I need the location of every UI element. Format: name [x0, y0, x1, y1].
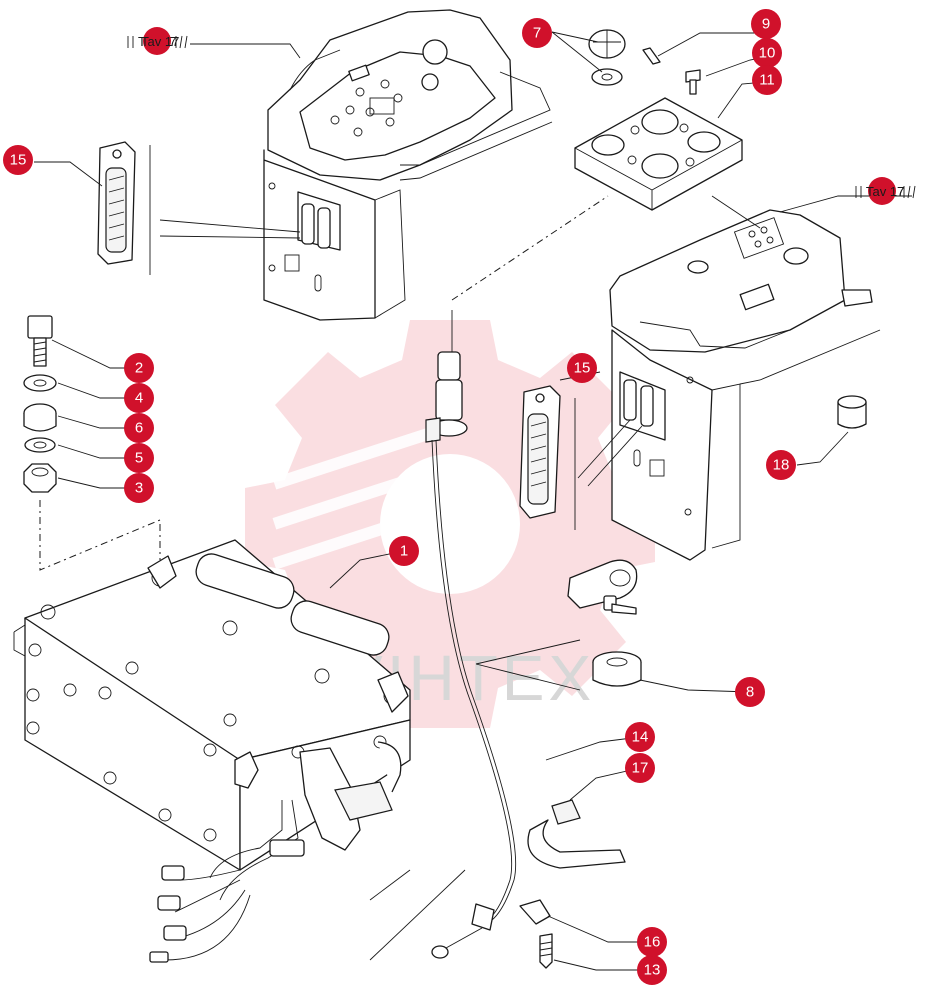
- callout-14: 14: [625, 722, 655, 752]
- callout-17: 17: [625, 753, 655, 783]
- svg-text:18: 18: [773, 457, 790, 474]
- callout-15-left: 15: [3, 145, 33, 175]
- svg-text:13: 13: [644, 962, 661, 979]
- svg-text:4: 4: [135, 390, 143, 407]
- svg-text:5: 5: [135, 450, 143, 467]
- callout-18: 18: [766, 450, 796, 480]
- upper-console-left: [149, 9, 553, 321]
- callout-16: 16: [637, 927, 667, 957]
- svg-text:Tav 17: Tav 17: [141, 34, 179, 49]
- callout-2: 2: [124, 353, 154, 383]
- svg-text:15: 15: [10, 152, 27, 169]
- svg-text:6: 6: [135, 420, 143, 437]
- cable-assembly: [425, 195, 609, 959]
- callout-tav-top-marker: Tav 17: [141, 27, 179, 55]
- callout-8: 8: [735, 677, 765, 707]
- svg-text:8: 8: [746, 684, 754, 701]
- svg-text:Tav 17: Tav 17: [866, 184, 904, 199]
- fastener-stack: [23, 315, 161, 571]
- callout-4: 4: [124, 383, 154, 413]
- callout-9: 9: [751, 9, 781, 39]
- callout-15-right: 15: [567, 353, 597, 383]
- upper-console-right: [574, 209, 881, 561]
- svg-text:9: 9: [762, 16, 770, 33]
- callout-tav-right-marker: Tav 17: [866, 177, 904, 205]
- callout-3: 3: [124, 473, 154, 503]
- rocker-switch-right: [519, 385, 643, 519]
- clamp-and-grommet: [475, 559, 642, 691]
- svg-text:2: 2: [135, 360, 143, 377]
- callout-7: 7: [522, 18, 552, 48]
- callout-5: 5: [124, 443, 154, 473]
- svg-text:1: 1: [400, 543, 408, 560]
- svg-text:17: 17: [632, 760, 649, 777]
- callout-10: 10: [752, 38, 782, 68]
- callout-13: 13: [637, 955, 667, 985]
- svg-text:10: 10: [759, 45, 776, 62]
- svg-text:11: 11: [759, 72, 775, 89]
- cable-tie-and-screw: [519, 799, 626, 969]
- callout-1: 1: [389, 536, 419, 566]
- svg-text:16: 16: [644, 934, 661, 951]
- svg-text:14: 14: [632, 729, 649, 746]
- rocker-switch-left: [97, 141, 301, 265]
- small-fittings-top: [588, 29, 701, 95]
- rubber-plug: [837, 395, 867, 429]
- callout-6: 6: [124, 413, 154, 443]
- callout-11: 11: [752, 65, 782, 95]
- mounting-plate: [574, 97, 743, 211]
- svg-text:15: 15: [574, 360, 591, 377]
- svg-text:3: 3: [135, 480, 143, 497]
- svg-text:7: 7: [533, 25, 541, 42]
- main-control-box: [13, 539, 466, 963]
